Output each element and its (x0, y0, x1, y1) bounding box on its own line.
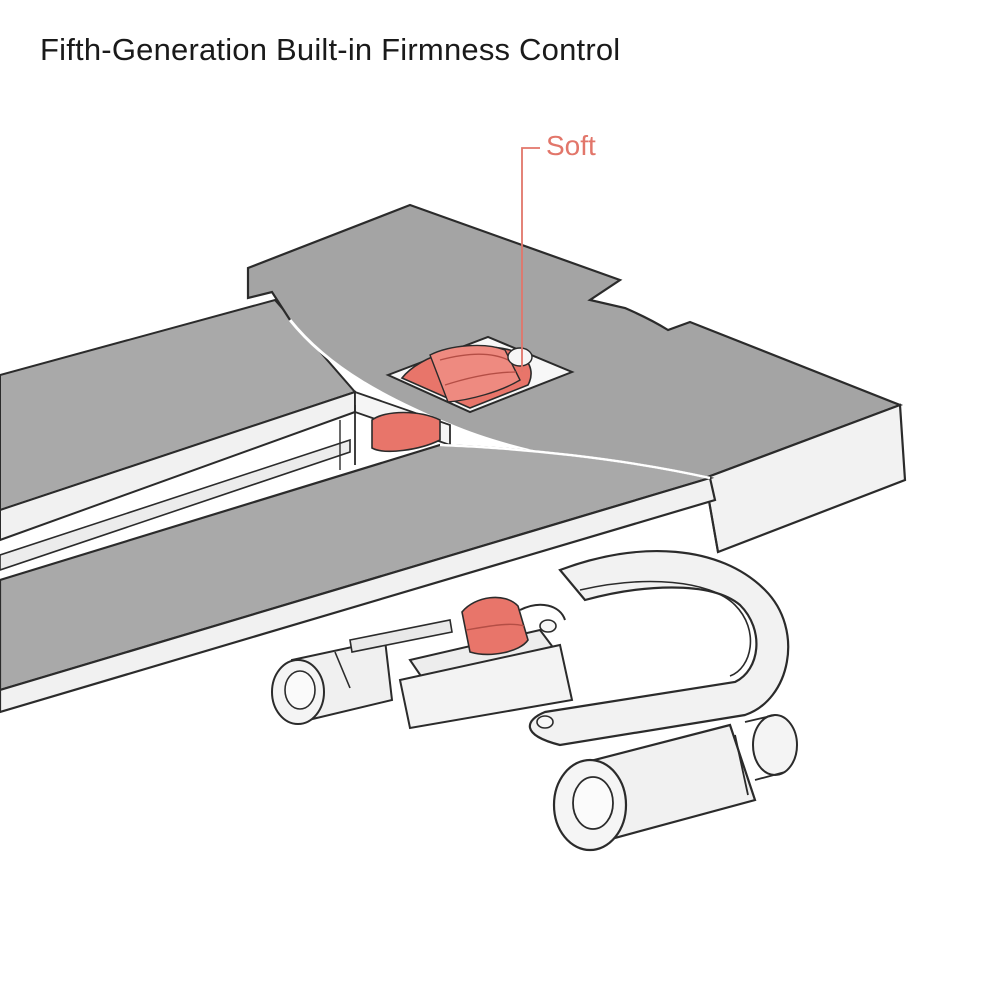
soft-callout-leader (521, 147, 540, 372)
front-slat (0, 443, 717, 714)
back-slat (0, 298, 357, 571)
lower-firmness-cam (461, 596, 529, 656)
right-roller (552, 714, 798, 852)
soft-callout-label: Soft (546, 130, 596, 161)
left-roller (271, 638, 394, 725)
firmness-cam (371, 344, 533, 453)
diagram-title: Fifth-Generation Built-in Firmness Contr… (40, 32, 621, 67)
lower-mechanism (271, 550, 798, 852)
